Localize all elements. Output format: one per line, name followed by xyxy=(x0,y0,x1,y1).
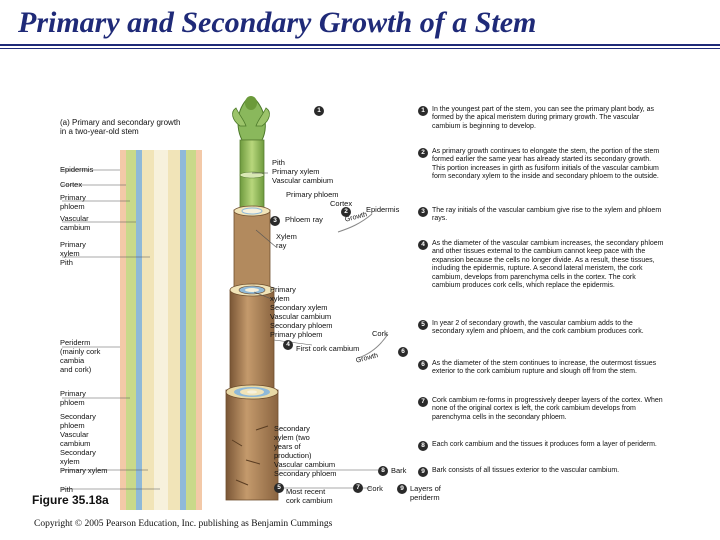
label-cork-2: Cork xyxy=(367,484,383,493)
label-epidermis-inner: Epidermis xyxy=(366,205,399,214)
step-number: 9 xyxy=(418,467,428,477)
step-text: The ray initials of the vascular cambium… xyxy=(432,207,664,224)
stem-year1 xyxy=(234,210,270,290)
step-text: Bark consists of all tissues exterior to… xyxy=(432,467,664,475)
label-bark: Bark xyxy=(391,466,406,475)
apical-bud xyxy=(233,96,270,140)
step-number: 4 xyxy=(418,240,428,250)
label-cortex-inner: Cortex xyxy=(330,199,352,208)
label-primary-phloem-2: Primary phloem xyxy=(60,389,86,407)
step-8: 8 Each cork cambium and the tissues it pr… xyxy=(418,441,664,449)
step-text: Cork cambium re-forms in progressively d… xyxy=(432,397,664,422)
label-first-cork-cambium: First cork cambium xyxy=(296,344,359,353)
step-number: 1 xyxy=(418,106,428,116)
panel-caption: (a) Primary and secondary growth in a tw… xyxy=(60,118,181,136)
label-layers-of-periderm: Layers of periderm xyxy=(410,484,441,502)
step-text: As primary growth continues to elongate … xyxy=(432,148,664,182)
step-1: 1 In the youngest part of the stem, you c… xyxy=(418,106,662,131)
step-5: 5 In year 2 of secondary growth, the vasc… xyxy=(418,320,664,337)
stem-year2 xyxy=(226,390,278,500)
tissue-stripes xyxy=(120,150,202,510)
marker-3: 3 xyxy=(270,216,280,226)
step-2: 2 As primary growth continues to elongate… xyxy=(418,148,664,182)
label-vascular-cambium: Vascular cambium xyxy=(60,214,90,232)
figure-label: Figure 35.18a xyxy=(32,493,109,507)
marker-5: 5 xyxy=(274,483,284,493)
step-number: 7 xyxy=(418,397,428,407)
label-xylem-ray: Xylem ray xyxy=(276,232,297,250)
copyright: Copyright © 2005 Pearson Education, Inc.… xyxy=(34,519,332,529)
label-primary-phloem-inner: Primary phloem xyxy=(286,190,339,199)
label-lower-stack: Secondary phloem Vascular cambium Second… xyxy=(60,412,108,475)
label-cortex: Cortex xyxy=(60,180,82,189)
marker-7: 7 xyxy=(353,483,363,493)
step-text: As the diameter of the stem continues to… xyxy=(432,360,664,377)
step-7: 7 Cork cambium re-forms in progressively … xyxy=(418,397,664,422)
marker-6: 6 xyxy=(398,347,408,357)
step-3: 3 The ray initials of the vascular cambiu… xyxy=(418,207,664,224)
label-primary-xylem-pith: Primary xylem Pith xyxy=(60,240,86,267)
marker-8: 8 xyxy=(378,466,388,476)
marker-1: 1 xyxy=(314,106,324,116)
label-pith-xylem-cambium: Pith Primary xylem Vascular cambium xyxy=(272,158,333,185)
label-phloem-ray: Phloem ray xyxy=(285,215,323,224)
label-bottom-stack: Secondary xylem (two years of production… xyxy=(274,424,337,478)
label-cork: Cork xyxy=(372,329,388,338)
step-6: 6 As the diameter of the stem continues t… xyxy=(418,360,664,377)
step-text: In the youngest part of the stem, you ca… xyxy=(432,106,662,131)
marker-9: 9 xyxy=(397,484,407,494)
step-number: 2 xyxy=(418,148,428,158)
label-middle-stack: Primary xylem Secondary xylem Vascular c… xyxy=(270,285,333,339)
label-periderm: Periderm (mainly cork cambia and cork) xyxy=(60,338,100,374)
step-4: 4 As the diameter of the vascular cambium… xyxy=(418,240,664,290)
step-9: 9 Bark consists of all tissues exterior t… xyxy=(418,467,664,475)
label-epidermis: Epidermis xyxy=(60,165,93,174)
label-primary-phloem: Primary phloem xyxy=(60,193,86,211)
step-number: 5 xyxy=(418,320,428,330)
step-text: Each cork cambium and the tissues it pro… xyxy=(432,441,664,449)
step-text: In year 2 of secondary growth, the vascu… xyxy=(432,320,664,337)
step-number: 8 xyxy=(418,441,428,451)
marker-4: 4 xyxy=(283,340,293,350)
step-text: As the diameter of the vascular cambium … xyxy=(432,240,664,290)
marker-2: 2 xyxy=(341,207,351,217)
step-number: 3 xyxy=(418,207,428,217)
step-number: 6 xyxy=(418,360,428,370)
label-most-recent-cork-cambium: Most recent cork cambium xyxy=(286,487,333,505)
stem-cork-region xyxy=(230,290,274,390)
